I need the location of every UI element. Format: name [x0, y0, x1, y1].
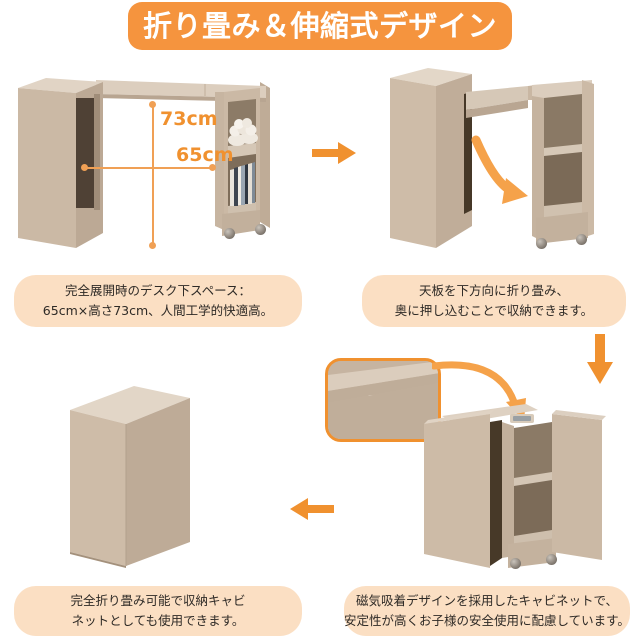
dimension-label-height: 73cm [160, 108, 218, 130]
arrow-right-step1-to-step2 [312, 140, 358, 170]
caption-storage-cabinet: 完全折り畳み可能で収納キャビ ネットとしても使用できます。 [14, 586, 302, 636]
title-banner: 折り畳み＆伸縮式デザイン [128, 2, 512, 50]
caption-line: 天板を下方向に折り畳み、 [418, 283, 569, 298]
caster-wheel [546, 554, 557, 565]
product-illustration-folding [368, 58, 630, 263]
caption-line: 磁気吸着デザインを採用したキャビネットで、 [355, 593, 618, 608]
caption-magnetic-safety: 磁気吸着デザインを採用したキャビネットで、 安定性が高くお子様の安全使用に配慮し… [344, 586, 630, 636]
caption-line: 65cm×高さ73cm、人間工学的快適高。 [42, 303, 274, 318]
product-illustration-pushed-in [410, 370, 630, 570]
panel-folding-desktop [368, 58, 630, 263]
product-illustration-folded [60, 382, 220, 570]
caster-wheel [255, 224, 266, 235]
caption-line: 完全展開時のデスク下スペース： [64, 283, 251, 298]
panel-pushed-in-cabinet [410, 370, 630, 570]
caster-wheel [576, 234, 587, 245]
magnetic-latch-callout [325, 358, 441, 442]
caster-wheel [224, 228, 235, 239]
caption-line: 奥に押し込むことで収納できます。 [394, 303, 594, 318]
desk-extended-svg [18, 78, 270, 248]
cabinet-folded-svg [70, 386, 190, 568]
caster-wheel [510, 558, 521, 569]
caster-wheel [536, 238, 547, 249]
product-illustration-extended [8, 58, 308, 263]
arrow-down-step2-to-step3 [586, 334, 616, 390]
caption-fold-and-push: 天板を下方向に折り畳み、 奥に押し込むことで収納できます。 [362, 275, 626, 327]
caption-line: ネットとしても使用できます。 [71, 613, 245, 628]
page-title: 折り畳み＆伸縮式デザイン [142, 8, 497, 43]
arrow-left-step3-to-step4 [288, 496, 336, 526]
caption-under-desk-space: 完全展開時のデスク下スペース： 65cm×高さ73cm、人間工学的快適高。 [14, 275, 302, 327]
panel-fully-folded-cabinet [60, 382, 220, 570]
dimension-label-width: 65cm [176, 144, 234, 166]
cabinet-pushed-in-svg [424, 404, 606, 568]
caption-line: 安定性が高くお子様の安全使用に配慮しています。 [344, 613, 630, 628]
magnetic-latch-detail-svg [328, 361, 438, 439]
caption-line: 完全折り畳み可能で収納キャビ [70, 593, 246, 608]
desk-folding-svg [390, 68, 594, 248]
panel-fully-extended-desk: 73cm 65cm [8, 58, 308, 263]
